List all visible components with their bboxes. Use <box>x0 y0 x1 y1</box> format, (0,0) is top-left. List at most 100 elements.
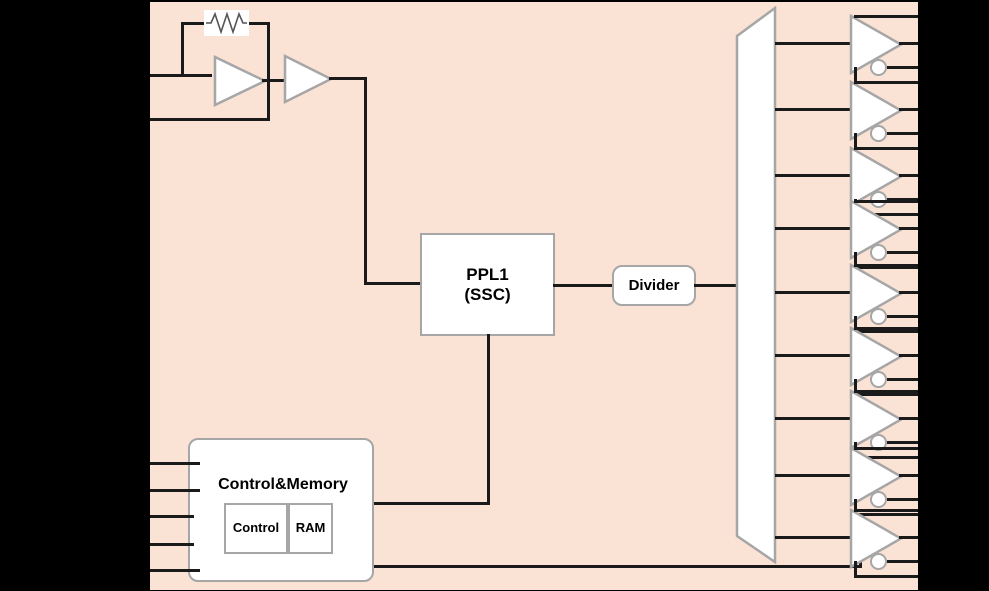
osc-amp1-to-amp2 <box>262 79 286 82</box>
oscillator-buffer-2-icon <box>282 53 334 105</box>
output-buffer-9-icon[interactable] <box>849 508 903 569</box>
osc-feedback-top-right <box>246 22 270 25</box>
osc-feedback-left-vert <box>181 22 184 76</box>
buffer-1-back-stub <box>854 67 857 83</box>
output-buffer-2-icon[interactable] <box>849 80 903 141</box>
buffer-9-inverting-bubble-icon <box>869 552 888 571</box>
buffer-3-output-complement <box>887 198 918 201</box>
buffer-1-inverting-bubble-icon <box>869 58 888 77</box>
buffer-4-back-stub <box>854 252 857 268</box>
output-buffer-5-icon[interactable] <box>849 263 903 324</box>
oscillator-inverter-1-icon <box>212 54 268 108</box>
buffer-9-back-stub <box>854 561 857 577</box>
control-pin-3 <box>150 515 194 518</box>
buffer-5-back-stub-horiz <box>854 330 918 333</box>
buffer-1-top-rail <box>854 15 918 18</box>
osc-to-pll <box>364 282 422 285</box>
buffer-2-top-rail <box>854 81 918 84</box>
buffer-9-back-stub-horiz <box>854 575 918 578</box>
buffer-5-output-true <box>899 290 918 294</box>
pll-to-control-vert <box>487 334 490 504</box>
osc-output-horiz <box>329 77 367 80</box>
control-pin-4 <box>150 543 194 546</box>
buffer-8-inverting-bubble-icon <box>869 490 888 509</box>
buffer-9-output-true <box>899 535 918 539</box>
output-buffer-3-icon[interactable] <box>849 146 903 207</box>
buffer-8-back-stub <box>854 499 857 515</box>
buffer-8-output-complement <box>887 498 918 501</box>
buffer-4-output-true <box>899 226 918 230</box>
pll-to-divider <box>553 284 614 287</box>
fanout-to-buffer-9 <box>775 535 851 539</box>
fanout-to-buffer-3 <box>775 173 851 177</box>
buffer-3-back-stub-horiz <box>854 213 918 216</box>
buffer-8-top-rail <box>854 447 918 450</box>
buffer-3-output-true <box>899 173 918 177</box>
buffer-6-inverting-bubble-icon <box>869 370 888 389</box>
buffer-2-output-true <box>899 107 918 111</box>
clock-distribution-fanout-block[interactable] <box>733 6 779 564</box>
output-buffer-4-icon[interactable] <box>849 199 903 260</box>
buffer-8-output-true <box>899 473 918 477</box>
buffer-1-output-complement <box>887 66 918 69</box>
buffer-8-back-stub-horiz <box>854 513 918 516</box>
buffer-6-output-true <box>899 353 918 357</box>
buffer-9-output-complement <box>887 560 918 563</box>
fanout-to-buffer-4 <box>775 226 851 230</box>
buffer-2-output-complement <box>887 132 918 135</box>
control-pin-1 <box>150 462 200 465</box>
output-buffer-6-icon[interactable] <box>849 326 903 387</box>
pll-label-line1: PPL1 <box>466 264 509 284</box>
control-sub-block[interactable]: Control <box>224 503 288 554</box>
buffer-6-back-stub <box>854 379 857 395</box>
pll-label-line2: (SSC) <box>464 284 511 304</box>
osc-output-vert <box>364 77 367 285</box>
fanout-to-buffer-2 <box>775 107 851 111</box>
ram-sub-block[interactable]: RAM <box>288 503 333 554</box>
fanout-to-buffer-6 <box>775 353 851 357</box>
pin-xout <box>150 118 270 121</box>
buffer-6-output-complement <box>887 378 918 381</box>
buffer-7-inverting-bubble-icon <box>869 433 888 452</box>
pll-to-control-horiz <box>372 502 490 505</box>
control-bottom-bus <box>372 565 862 568</box>
fanout-to-buffer-1 <box>775 41 851 45</box>
divider-to-fanout <box>694 284 742 287</box>
buffer-4-output-complement <box>887 251 918 254</box>
buffer-9-top-rail <box>854 509 918 512</box>
buffer-5-inverting-bubble-icon <box>869 307 888 326</box>
control-memory-label: Control&Memory <box>218 476 348 493</box>
divider-block[interactable]: Divider <box>612 265 696 306</box>
output-buffer-1-icon[interactable] <box>849 14 903 75</box>
buffer-7-top-rail <box>854 390 918 393</box>
osc-feedback-top-left <box>181 22 213 25</box>
output-buffer-7-icon[interactable] <box>849 389 903 450</box>
buffer-4-back-stub-horiz <box>854 266 918 269</box>
buffer-2-inverting-bubble-icon <box>869 124 888 143</box>
buffer-7-output-true <box>899 416 918 420</box>
output-buffer-8-icon[interactable] <box>849 446 903 507</box>
buffer-2-back-stub <box>854 133 857 149</box>
buffer-4-inverting-bubble-icon <box>869 243 888 262</box>
fanout-to-buffer-7 <box>775 416 851 420</box>
control-pin-2 <box>150 489 200 492</box>
fanout-to-buffer-8 <box>775 473 851 477</box>
buffer-5-top-rail <box>854 264 918 267</box>
buffer-3-inverting-bubble-icon <box>869 190 888 209</box>
buffer-5-output-complement <box>887 315 918 318</box>
resistor-icon <box>204 10 249 36</box>
pll-block[interactable]: PPL1 (SSC) <box>420 233 555 336</box>
buffer-7-back-stub-horiz <box>854 456 918 459</box>
control-pin-5 <box>150 569 200 572</box>
fanout-to-buffer-5 <box>775 290 851 294</box>
divider-label: Divider <box>628 276 680 294</box>
buffer-4-top-rail <box>854 200 918 203</box>
osc-feedback-right-vert <box>267 22 270 121</box>
buffer-7-output-complement <box>887 441 918 444</box>
buffer-6-top-rail <box>854 327 918 330</box>
control-sub-label: Control <box>232 520 280 536</box>
buffer-6-back-stub-horiz <box>854 393 918 396</box>
ram-sub-label: RAM <box>295 520 326 536</box>
buffer-5-back-stub <box>854 316 857 332</box>
